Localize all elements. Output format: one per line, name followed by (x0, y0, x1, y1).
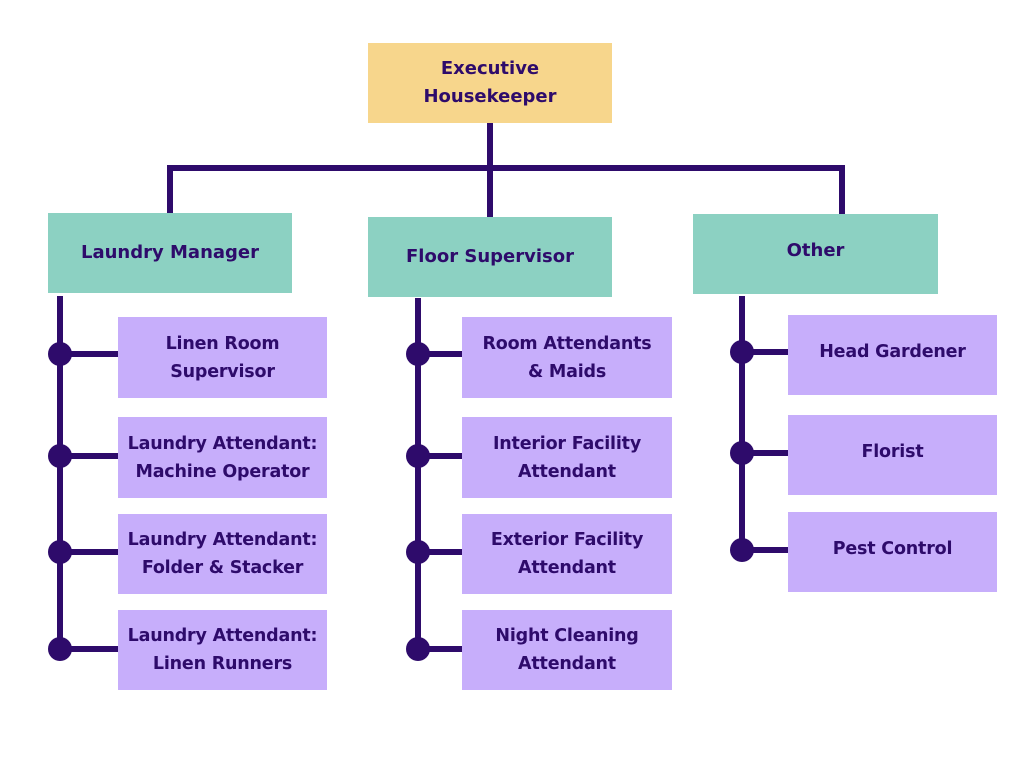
junction-dot (406, 342, 430, 366)
node-floor-supervisor: Floor Supervisor (368, 217, 612, 297)
node-label: Head Gardener (819, 342, 966, 362)
junction-dot (48, 540, 72, 564)
node-room-attendants-maids: Room Attendants & Maids (462, 317, 672, 398)
node-label: Room Attendants & Maids (482, 333, 652, 382)
node-label: Laundry Attendant: Folder & Stacker (127, 530, 318, 578)
junction-dot (406, 444, 430, 468)
node-laundry-folder-stacker: Laundry Attendant: Folder & Stacker (118, 514, 327, 594)
node-label: Interior Facility Attendant (492, 433, 642, 482)
junction-dot (48, 637, 72, 661)
junction-dot (406, 540, 430, 564)
node-label: Exterior Facility Attendant (490, 530, 644, 578)
node-label: Laundry Attendant: Linen Runners (127, 626, 318, 674)
node-laundry-linen-runners: Laundry Attendant: Linen Runners (118, 610, 327, 690)
node-label: Linen Room Supervisor (165, 333, 280, 382)
junction-dot (730, 340, 754, 364)
junction-dot (48, 444, 72, 468)
node-executive-housekeeper: Executive Housekeeper (368, 43, 612, 123)
node-laundry-machine-operator: Laundry Attendant: Machine Operator (118, 417, 327, 498)
node-label: Other (786, 240, 845, 261)
node-interior-facility-attendant: Interior Facility Attendant (462, 417, 672, 498)
junction-dot (730, 441, 754, 465)
junction-dot (730, 538, 754, 562)
node-other: Other (693, 214, 938, 294)
node-florist: Florist (788, 415, 997, 495)
node-label: Florist (861, 442, 924, 462)
node-laundry-manager: Laundry Manager (48, 213, 292, 293)
node-exterior-facility-attendant: Exterior Facility Attendant (462, 514, 672, 594)
node-head-gardener: Head Gardener (788, 315, 997, 395)
node-linen-room-supervisor: Linen Room Supervisor (118, 317, 327, 398)
junction-dot (48, 342, 72, 366)
node-label: Laundry Attendant: Machine Operator (127, 433, 318, 482)
node-night-cleaning-attendant: Night Cleaning Attendant (462, 610, 672, 690)
node-label: Laundry Manager (81, 242, 259, 263)
node-pest-control: Pest Control (788, 512, 997, 592)
junction-dot (406, 637, 430, 661)
node-label: Night Cleaning Attendant (495, 626, 639, 674)
node-label: Floor Supervisor (406, 246, 574, 267)
node-label: Executive Housekeeper (423, 58, 557, 107)
node-label: Pest Control (832, 539, 953, 559)
